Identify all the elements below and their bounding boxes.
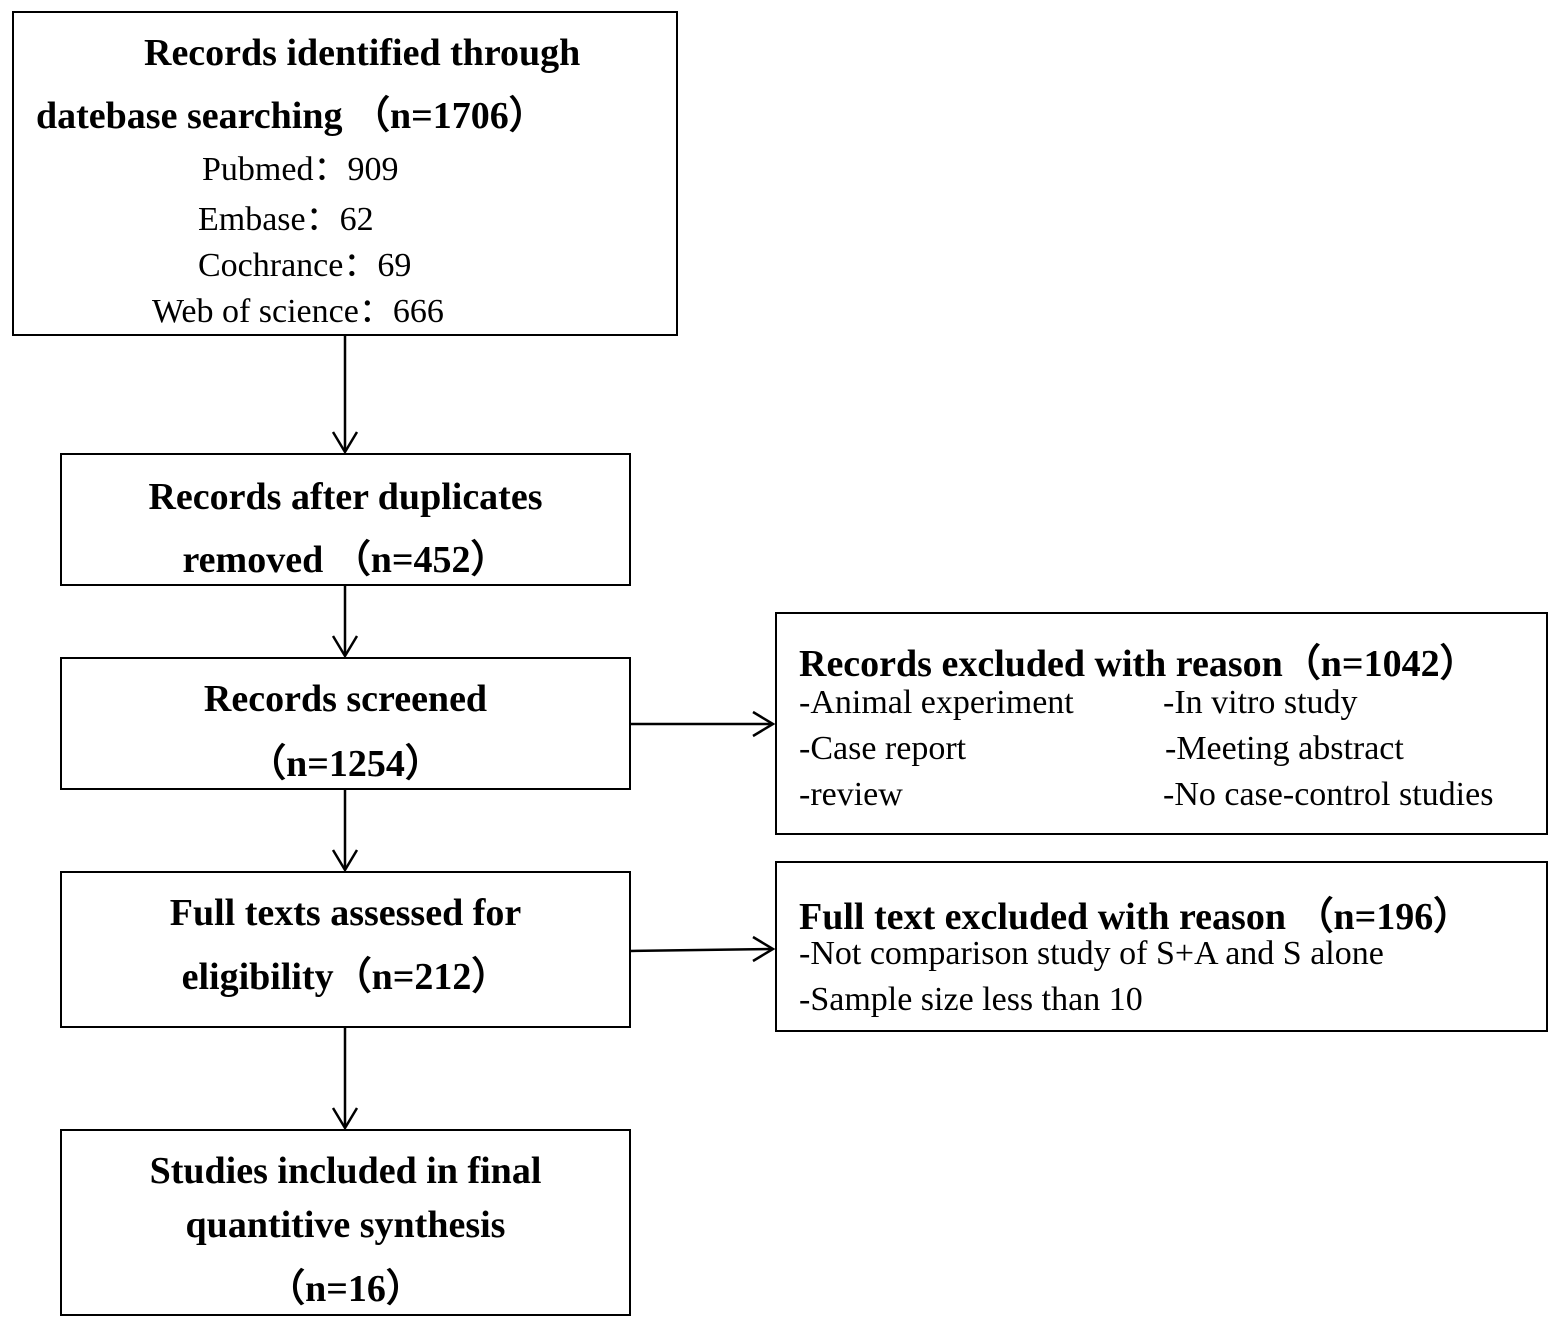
reason-case-report: -Case report — [799, 730, 967, 767]
arrow-fulltext-to-excluded — [629, 947, 774, 953]
records-excluded-title: Records excluded with reason（n=1042） — [799, 643, 1478, 685]
source-embase: Embase：62 — [198, 201, 374, 238]
reason-no-case-control: -No case-control studies — [1163, 776, 1494, 813]
source-web-of-science: Web of science：666 — [152, 293, 444, 330]
full-text-excluded-box: Full text excluded with reason （n=196） -… — [775, 861, 1548, 1032]
records-identified-box: Records identified through datebase sear… — [12, 11, 678, 336]
records-excluded-box: Records excluded with reason（n=1042） -An… — [775, 612, 1548, 835]
duplicates-removed-line-1: Records after duplicates — [148, 476, 543, 518]
reason-sample-size: -Sample size less than 10 — [799, 981, 1143, 1018]
full-texts-line-2: eligibility（n=212） — [181, 956, 510, 998]
full-texts-line-1: Full texts assessed for — [169, 892, 522, 934]
studies-included-box: Studies included in final quantitive syn… — [60, 1129, 631, 1316]
reason-not-comparison-study: -Not comparison study of S+A and S alone — [799, 935, 1384, 972]
source-pubmed: Pubmed：909 — [202, 151, 399, 188]
duplicates-removed-box: Records after duplicates removed （n=452） — [60, 453, 631, 586]
records-identified-title-1: Records identified through — [144, 32, 581, 74]
records-screened-box: Records screened （n=1254） — [60, 657, 631, 790]
full-text-excluded-title: Full text excluded with reason （n=196） — [799, 896, 1472, 938]
records-screened-line-1: Records screened — [203, 678, 488, 720]
source-cochrance: Cochrance：69 — [198, 247, 412, 284]
studies-included-line-2: quantitive synthesis — [185, 1204, 506, 1246]
full-texts-assessed-box: Full texts assessed for eligibility（n=21… — [60, 871, 631, 1028]
records-identified-title-2: datebase searching （n=1706） — [36, 95, 547, 137]
studies-included-line-1: Studies included in final — [149, 1150, 542, 1192]
studies-included-line-3: （n=16） — [267, 1268, 424, 1310]
reason-meeting-abstract: -Meeting abstract — [1165, 730, 1404, 767]
reason-in-vitro-study: -In vitro study — [1163, 684, 1358, 721]
duplicates-removed-line-2: removed （n=452） — [182, 539, 509, 581]
records-screened-line-2: （n=1254） — [248, 743, 443, 785]
reason-review: -review — [799, 776, 903, 813]
reason-animal-experiment: -Animal experiment — [799, 684, 1074, 721]
